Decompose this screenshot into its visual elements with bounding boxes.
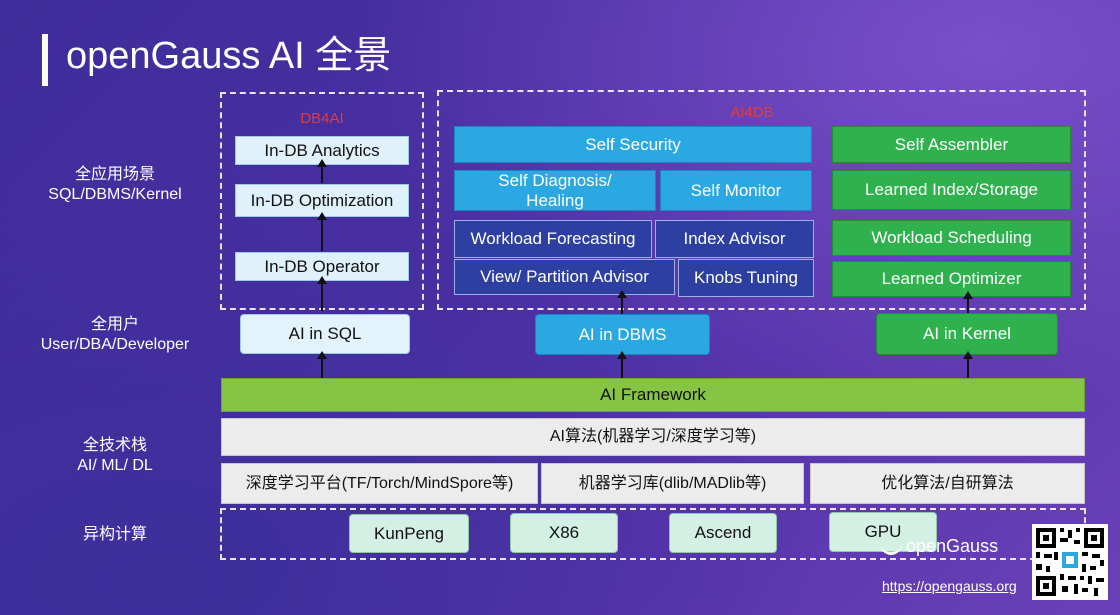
self-monitor-box: Self Monitor <box>660 170 812 211</box>
ai4db-label: AI4DB <box>730 104 774 121</box>
ai4db-region <box>437 90 1086 310</box>
ml-library-box: 机器学习库(dlib/MADlib等) <box>541 463 804 504</box>
arrow-up-icon <box>317 351 327 378</box>
optimization-algorithms-box: 优化算法/自研算法 <box>810 463 1085 504</box>
self-security-box: Self Security <box>454 126 812 163</box>
db4ai-label: DB4AI <box>300 110 344 127</box>
logo-mark-icon <box>880 540 902 555</box>
workload-forecasting-box: Workload Forecasting <box>454 220 652 258</box>
qr-code-icon <box>1032 524 1108 600</box>
side-label-users: 全用户 User/DBA/Developer <box>10 315 220 355</box>
side-label-hetero: 异构计算 <box>82 526 147 543</box>
in-db-operator-box: In-DB Operator <box>235 252 409 281</box>
side-label-users-en: User/DBA/Developer <box>40 336 190 353</box>
arrow-up-icon <box>317 159 327 183</box>
self-assembler-box: Self Assembler <box>832 126 1071 163</box>
page-title: openGauss AI 全景 <box>66 35 392 77</box>
workload-scheduling-box: Workload Scheduling <box>832 220 1071 256</box>
index-advisor-box: Index Advisor <box>655 220 814 258</box>
self-diagnosis-box: Self Diagnosis/ Healing <box>454 170 656 211</box>
side-label-scenes-zh: 全应用场景 <box>74 166 155 183</box>
arrow-up-icon <box>617 290 627 314</box>
ai-framework-bar: AI Framework <box>221 378 1085 412</box>
qr-code-graphic <box>1036 528 1104 596</box>
website-link[interactable]: https://opengauss.org <box>882 578 1017 594</box>
arrow-up-icon <box>617 351 627 378</box>
side-label-scenes-en: SQL/DBMS/Kernel <box>48 186 182 203</box>
learned-index-box: Learned Index/Storage <box>832 170 1071 210</box>
side-label-users-zh: 全用户 <box>90 316 139 333</box>
arrow-up-icon <box>317 212 327 251</box>
ai-in-kernel-box: AI in Kernel <box>876 313 1058 355</box>
hardware-kunpeng: KunPeng <box>349 514 469 553</box>
opengauss-logo: openGauss <box>880 536 998 557</box>
arrow-up-icon <box>317 276 327 311</box>
dl-platform-box: 深度学习平台(TF/Torch/MindSpore等) <box>221 463 538 504</box>
partition-advisor-box: View/ Partition Advisor <box>454 259 675 295</box>
logo-text: openGauss <box>906 536 999 556</box>
title-accent-bar <box>42 34 48 86</box>
hardware-x86: X86 <box>510 513 618 553</box>
side-label-stack: 全技术栈 AI/ ML/ DL <box>10 436 220 476</box>
side-label-stack-en: AI/ ML/ DL <box>77 457 153 474</box>
hardware-ascend: Ascend <box>669 513 777 553</box>
arrow-up-icon <box>963 351 973 378</box>
side-label-stack-zh: 全技术栈 <box>82 437 147 454</box>
ai-algorithms-bar: AI算法(机器学习/深度学习等) <box>221 418 1085 456</box>
side-label-scenes: 全应用场景 SQL/DBMS/Kernel <box>10 165 220 205</box>
arrow-up-icon <box>963 291 973 313</box>
ai-in-sql-box: AI in SQL <box>240 314 410 354</box>
knobs-tuning-box: Knobs Tuning <box>678 259 814 297</box>
learned-optimizer-box: Learned Optimizer <box>832 261 1071 297</box>
ai-in-dbms-box: AI in DBMS <box>535 314 710 355</box>
